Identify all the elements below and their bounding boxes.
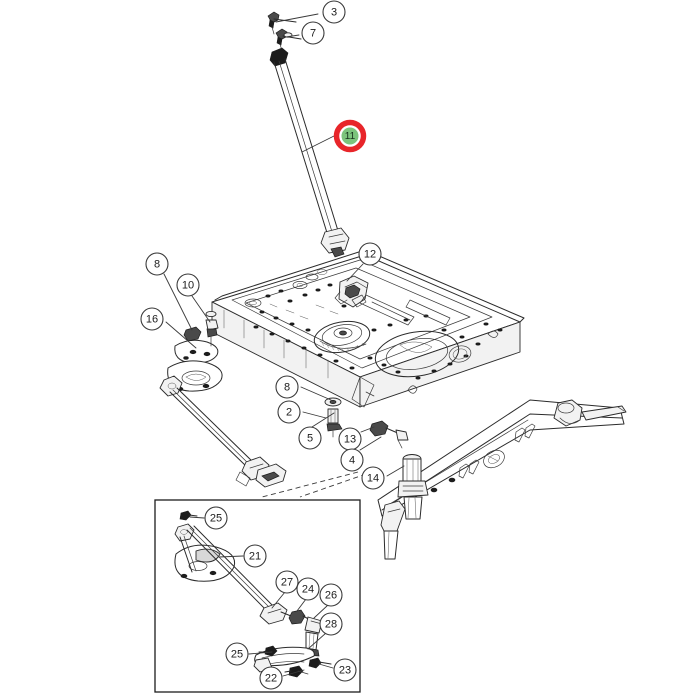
callout-circle[interactable] <box>358 242 382 266</box>
callout-5-c5[interactable]: 5 <box>298 426 322 450</box>
callout-label: 22 <box>265 673 277 685</box>
callout-label: 8 <box>154 259 160 271</box>
callout-label: 21 <box>249 551 261 563</box>
callout-circle[interactable] <box>298 426 322 450</box>
left-plate-fastener-group <box>183 310 219 347</box>
callout-12-c12[interactable]: 12 <box>358 242 382 266</box>
inset-sector-plate <box>174 510 280 617</box>
callout-label: 25 <box>231 649 243 661</box>
callout-label: 8 <box>284 382 290 394</box>
callout-label: 13 <box>344 434 356 446</box>
callout-25-c25b[interactable]: 25 <box>225 642 249 666</box>
callout-8-c8a[interactable]: 8 <box>145 252 169 276</box>
deck-holes <box>253 283 503 380</box>
callout-circle[interactable] <box>145 252 169 276</box>
callout-26-c26[interactable]: 26 <box>319 583 343 607</box>
main-chassis-deck <box>211 249 525 408</box>
callout-circle[interactable] <box>333 658 357 682</box>
callout-label: 12 <box>364 249 376 261</box>
callout-circle[interactable] <box>319 583 343 607</box>
callout-label: 26 <box>325 590 337 602</box>
callout-circle[interactable] <box>225 642 249 666</box>
callout-label: 24 <box>302 584 314 596</box>
highlight-fill <box>339 125 361 147</box>
drag-link-rod <box>169 387 287 488</box>
inset-linkage <box>259 602 323 657</box>
callout-14-c14[interactable]: 14 <box>361 466 385 490</box>
callout-3-c3[interactable]: 3 <box>322 0 346 24</box>
callout-circle[interactable] <box>296 577 320 601</box>
callout-circle[interactable] <box>259 666 283 690</box>
inset-leader-lines <box>189 516 334 677</box>
callout-circle[interactable] <box>140 307 164 331</box>
callout-label: 5 <box>307 433 313 445</box>
callout-circle[interactable] <box>319 612 343 636</box>
callout-label: 7 <box>310 28 316 40</box>
callout-circle[interactable] <box>176 273 200 297</box>
callout-circle[interactable] <box>301 21 325 45</box>
callout-label: 10 <box>182 280 194 292</box>
callout-circle[interactable] <box>204 506 228 530</box>
mid-fastener-group <box>324 397 409 449</box>
callout-16-c16[interactable]: 16 <box>140 307 164 331</box>
callout-circle[interactable] <box>275 570 299 594</box>
callout-label: 27 <box>281 577 293 589</box>
callout-circle[interactable] <box>322 0 346 24</box>
callout-label: 4 <box>349 455 355 467</box>
highlight-ring <box>333 119 367 153</box>
sector-plate-left <box>159 339 223 397</box>
callout-circle[interactable] <box>275 375 299 399</box>
callout-2-c2[interactable]: 2 <box>277 400 301 424</box>
callout-label: 28 <box>325 619 337 631</box>
callout-27-c27[interactable]: 27 <box>275 570 299 594</box>
callout-circle[interactable] <box>361 466 385 490</box>
callout-10-c10[interactable]: 10 <box>176 273 200 297</box>
callout-28-c28[interactable]: 28 <box>319 612 343 636</box>
callout-label: 23 <box>339 665 351 677</box>
callout-24-c24[interactable]: 24 <box>296 577 320 601</box>
callout-7-c7[interactable]: 7 <box>301 21 325 45</box>
callout-label: 2 <box>286 407 292 419</box>
callout-label: 16 <box>146 314 158 326</box>
callout-13-c13[interactable]: 13 <box>338 427 362 451</box>
inset-detail-box <box>154 471 367 693</box>
callout-circle[interactable] <box>340 448 364 472</box>
callout-4-c4[interactable]: 4 <box>340 448 364 472</box>
highlight-label: 11 <box>345 131 356 142</box>
leader-lines <box>163 13 405 477</box>
chassis-face-detail <box>223 309 329 379</box>
highlighted-part-callout[interactable]: 11 <box>333 119 367 153</box>
callout-25-c25a[interactable]: 25 <box>204 506 228 530</box>
callout-21-c21[interactable]: 21 <box>243 544 267 568</box>
axle-beam-slots <box>458 423 536 479</box>
callout-circle[interactable] <box>243 544 267 568</box>
callout-label: 3 <box>331 7 337 19</box>
callout-label: 25 <box>210 513 222 525</box>
callout-23-c23[interactable]: 23 <box>333 658 357 682</box>
callout-label: 14 <box>367 473 379 485</box>
deck-bracket-12 <box>334 275 369 308</box>
callout-circle[interactable] <box>277 400 301 424</box>
callout-8-c8b[interactable]: 8 <box>275 375 299 399</box>
deck-slots <box>269 303 339 320</box>
front-axle-beam <box>377 399 627 517</box>
callout-22-c22[interactable]: 22 <box>259 666 283 690</box>
shift-lever-rod <box>269 47 350 258</box>
steering-column-shaft <box>380 454 429 560</box>
